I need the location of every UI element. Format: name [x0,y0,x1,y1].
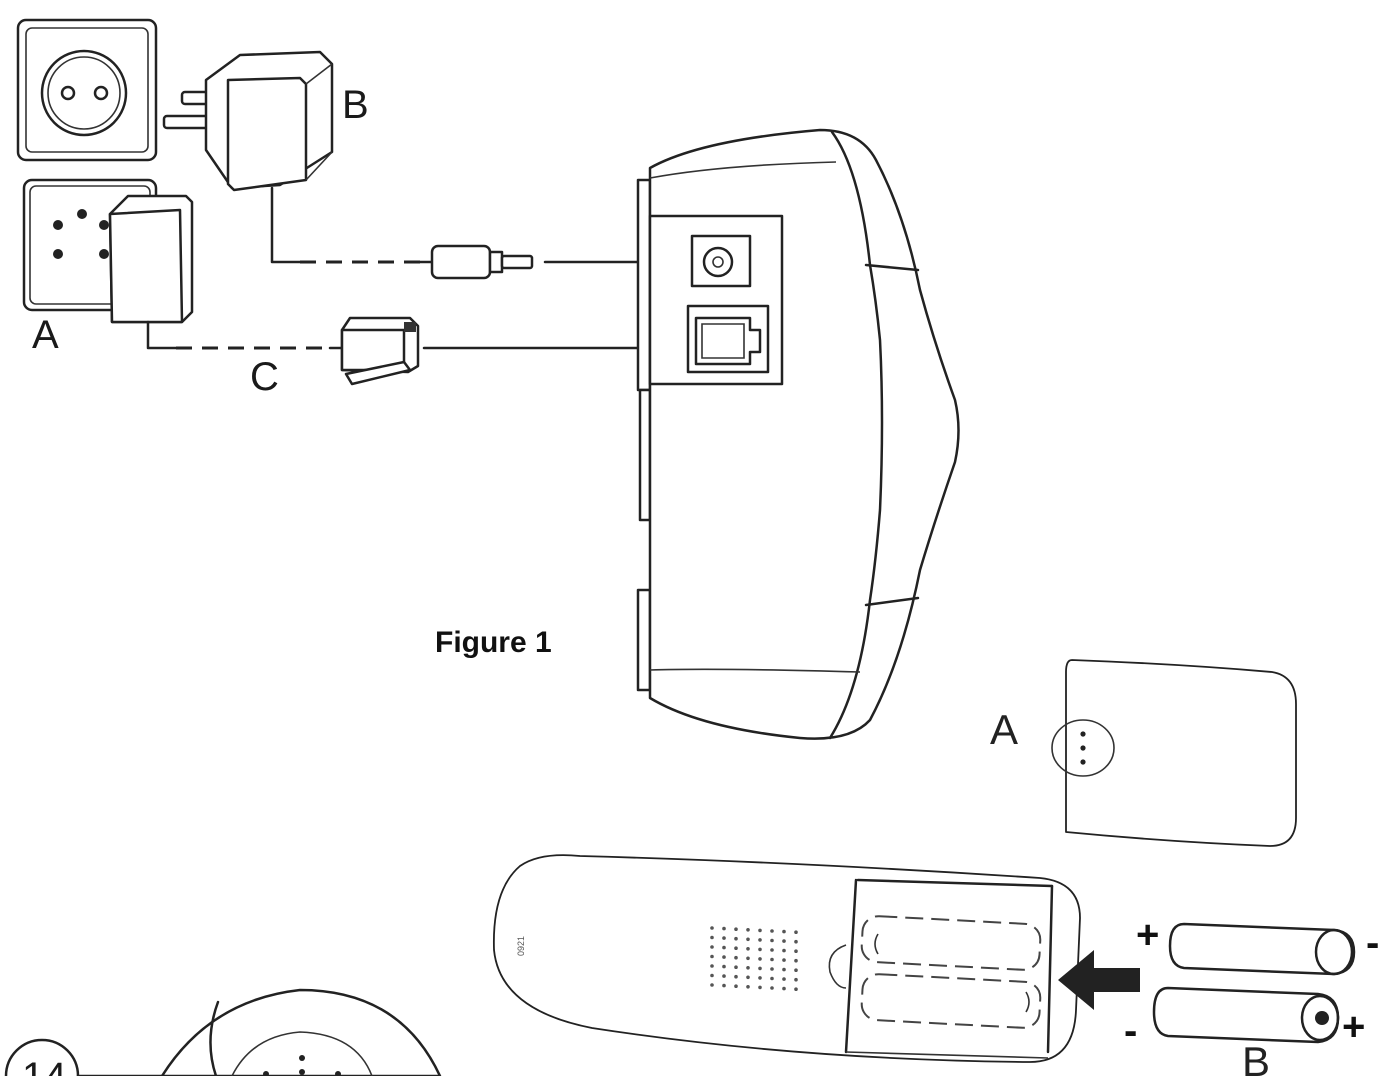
battery-top-icon [1168,922,1356,976]
speaker-hole [710,945,714,949]
speaker-hole [710,964,714,968]
polarity-bottom-left: - [1124,1009,1137,1053]
speaker-hole [794,977,798,982]
insert-arrow-icon [1058,950,1140,1010]
phone-line-socket-icon [686,304,770,374]
speaker-hole [710,983,714,987]
speaker-hole [710,954,714,959]
speaker-grille-icon [710,926,798,991]
handset-imprint: 0921 [516,936,526,956]
speaker-hole [794,958,798,963]
speaker-hole [782,967,786,972]
power-adapter-icon [162,50,334,192]
speaker-hole [782,948,786,953]
speaker-hole [722,983,726,988]
speaker-hole [794,939,798,944]
polarity-top-right: - [1366,921,1379,965]
speaker-hole [746,985,750,989]
polarity-top-left: + [1136,913,1159,957]
speaker-hole [770,976,774,981]
speaker-hole [758,966,762,971]
speaker-hole [782,929,786,934]
speaker-hole [770,967,774,971]
speaker-hole [722,936,726,940]
speaker-hole [770,929,774,933]
speaker-hole [722,964,726,969]
speaker-hole [746,947,750,951]
speaker-hole [722,974,726,978]
speaker-hole [746,966,750,970]
speaker-hole [782,986,786,991]
label-a-battery-cover: A [990,706,1018,753]
speaker-hole [746,956,750,961]
page-number: 14 [22,1055,67,1076]
polarity-bottom-right: + [1342,1005,1365,1049]
telephone-cord [146,316,696,386]
speaker-hole [734,946,738,950]
speaker-hole [746,928,750,932]
speaker-hole [758,928,762,933]
speaker-hole [734,936,738,941]
speaker-hole [770,986,774,990]
speaker-hole [710,926,714,930]
speaker-hole [782,977,786,981]
figure-caption: Figure 1 [435,626,552,659]
power-socket-icon [690,234,752,288]
speaker-hole [746,937,750,942]
speaker-hole [734,974,738,979]
phone-wall-socket-icon [22,178,194,324]
speaker-hole [758,938,762,942]
speaker-hole [734,965,738,969]
base-station [636,128,960,740]
power-outlet-icon [16,18,158,162]
handset: 0921 [493,854,1081,1063]
battery-cover [1051,659,1297,847]
label-a-wall-socket: A [32,313,59,357]
speaker-hole [782,958,786,962]
speaker-hole [770,938,774,943]
speaker-hole [734,984,738,988]
speaker-hole [794,930,798,934]
speaker-hole [722,926,726,931]
label-c-telephone-cord: C [250,355,279,399]
speaker-hole [734,955,738,960]
speaker-hole [758,947,762,952]
speaker-hole [794,949,798,953]
speaker-hole [758,976,762,980]
battery-bottom-icon [1152,986,1340,1044]
speaker-hole [782,939,786,943]
speaker-hole [710,973,714,978]
speaker-hole [794,968,798,972]
label-b-adapter: B [342,83,369,127]
cropped-device-detail [4,988,442,1076]
speaker-hole [722,955,726,959]
label-b-batteries: B [1242,1038,1270,1076]
speaker-hole [770,948,774,952]
speaker-hole [722,945,726,950]
speaker-hole [734,927,738,931]
speaker-hole [770,957,774,962]
speaker-hole [710,935,714,940]
power-cable [270,186,696,280]
speaker-hole [758,985,762,990]
speaker-hole [794,987,798,991]
speaker-hole [758,957,762,961]
speaker-hole [746,975,750,980]
